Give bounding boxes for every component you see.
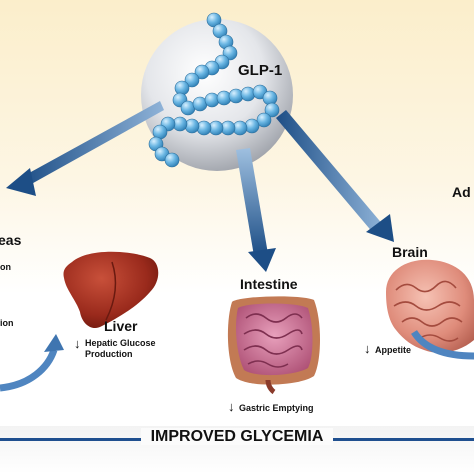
peptide-bead [244, 118, 260, 134]
pancreas-cut-text-2: ion [0, 318, 14, 328]
curved-arrow-liver-head [44, 334, 64, 352]
peptide-bead [256, 112, 272, 128]
liver-label: Liver [104, 318, 138, 334]
curved-arrow-liver [0, 348, 58, 392]
glp1-peptide-chain [148, 12, 280, 168]
adipose-label: Ad [452, 184, 471, 200]
peptide-bead [204, 92, 220, 108]
peptide-bead [196, 120, 212, 136]
improved-glycemia-text: IMPROVED GLYCEMIA [140, 428, 334, 445]
peptide-bead [240, 86, 256, 102]
decrease-arrow-icon: ↓ [74, 336, 81, 351]
glp1-label: GLP-1 [238, 62, 283, 79]
peptide-bead [184, 72, 200, 88]
arrow-to-brain [276, 110, 394, 242]
brain-illustration [386, 259, 474, 353]
peptide-bead [174, 80, 190, 96]
peptide-bead [216, 90, 232, 106]
peptide-bead [262, 90, 278, 106]
liver-effect: ↓ Hepatic Glucose Production [74, 336, 194, 362]
brain-effect-text: Appetite [374, 345, 411, 355]
liver-effect-text: Hepatic Glucose Production [84, 338, 156, 359]
intestine-effect: ↓ Gastric Emptying [228, 398, 313, 416]
liver-ligament [105, 261, 117, 321]
peptide-bead [194, 64, 210, 80]
arrow-to-intestine [236, 148, 276, 272]
pancreas-cut-text-1: on [0, 262, 11, 272]
footer-title: IMPROVED GLYCEMIA [0, 428, 474, 446]
pancreas-label: eas [0, 232, 22, 248]
intestine-illustration [227, 296, 320, 395]
intestine-label: Intestine [240, 276, 298, 292]
brain-label: Brain [392, 244, 428, 260]
brain-effect: ↓ Appetite [364, 340, 411, 358]
peptide-bead [184, 118, 200, 134]
peptide-bead [228, 88, 244, 104]
liver-illustration [63, 251, 159, 329]
peptide-bead [264, 102, 280, 118]
curved-arrow-brain [411, 329, 474, 360]
decrease-arrow-icon: ↓ [228, 399, 235, 414]
peptide-bead [164, 152, 180, 168]
decrease-arrow-icon: ↓ [364, 341, 371, 356]
intestine-effect-text: Gastric Emptying [238, 403, 314, 413]
arrow-to-pancreas [6, 101, 164, 196]
